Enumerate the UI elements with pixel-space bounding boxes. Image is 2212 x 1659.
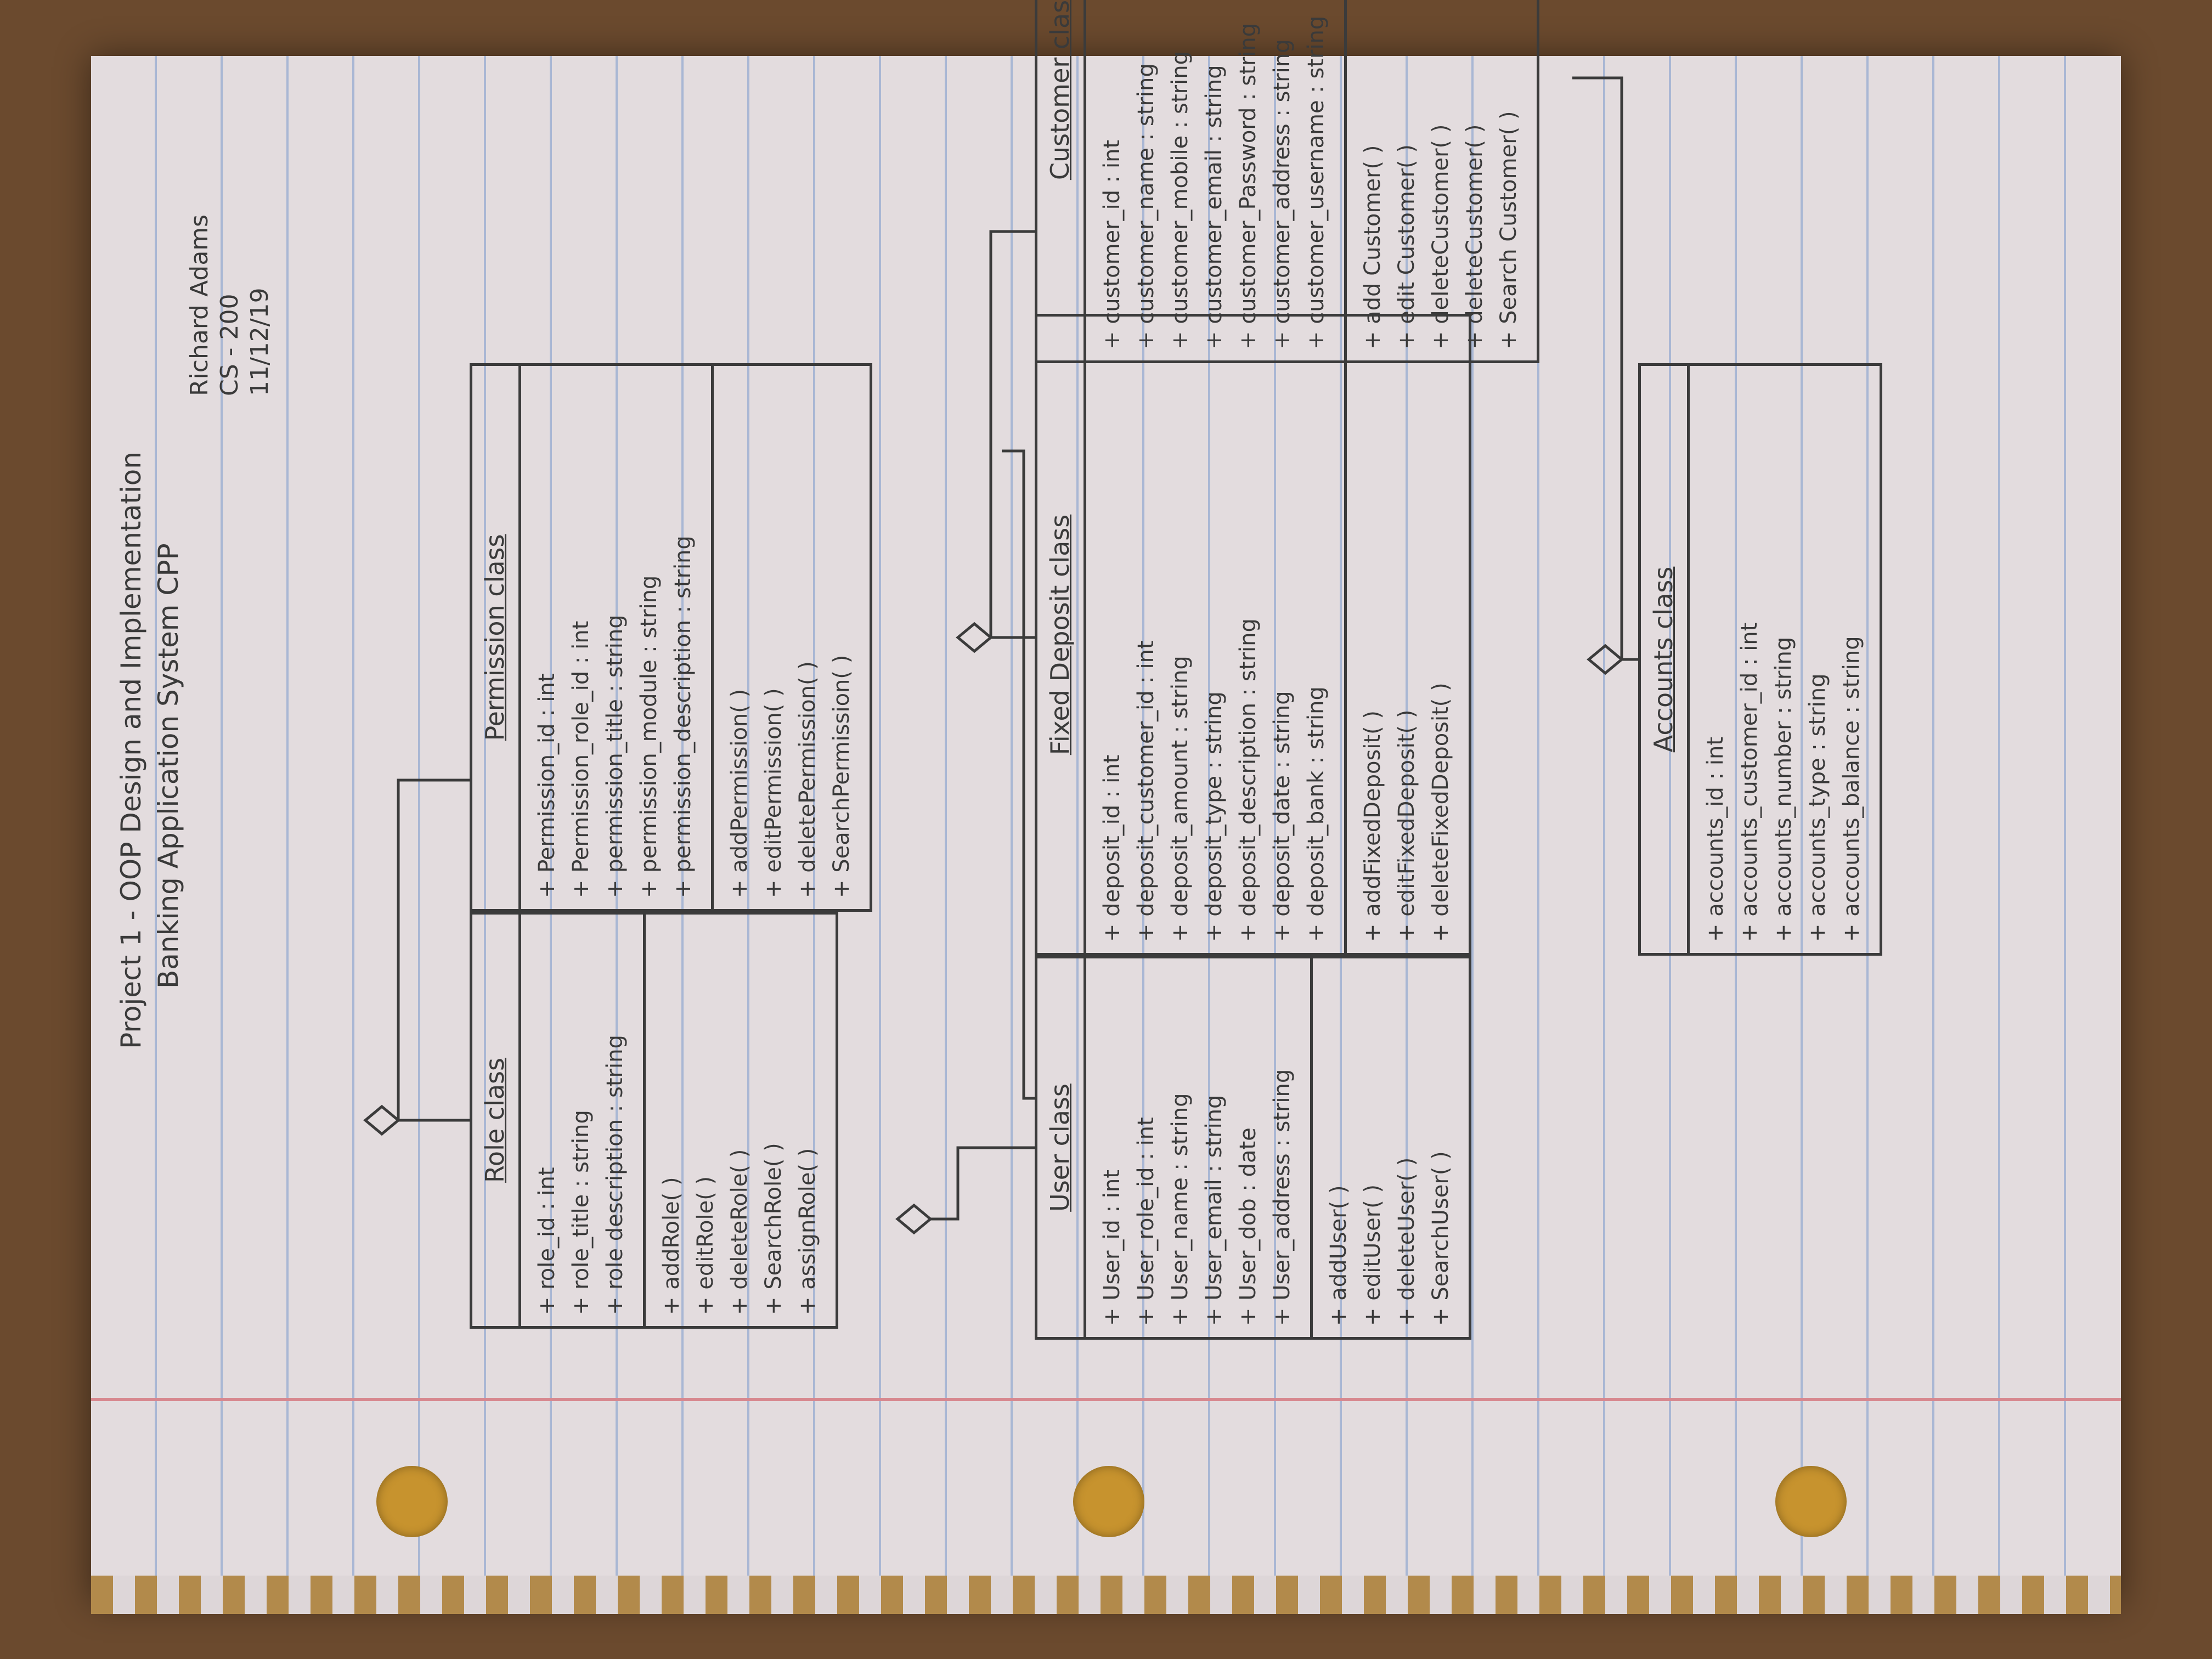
attribute: + Permission_role_id : int bbox=[568, 620, 594, 898]
operation: + editFixedDeposit( ) bbox=[1394, 709, 1419, 942]
operation: + editRole( ) bbox=[693, 1176, 718, 1315]
attribute: + customer_address : string bbox=[1269, 39, 1295, 349]
attribute: + deposit_type : string bbox=[1201, 691, 1227, 942]
customer-class-name: Customer class bbox=[1037, 0, 1086, 360]
role-permission-association bbox=[397, 778, 470, 1122]
aggregation-diamond-user bbox=[895, 1203, 933, 1235]
user-operations: + addUser( ) + editUser( ) + deleteUser(… bbox=[1313, 958, 1469, 1337]
attribute: + permission_description : string bbox=[670, 535, 696, 898]
user-role-association bbox=[930, 1146, 1035, 1221]
attribute: + role description : string bbox=[602, 1035, 628, 1315]
attribute: + User_role_id : int bbox=[1133, 1117, 1159, 1326]
operation: + deleteRole( ) bbox=[727, 1149, 752, 1315]
role-attributes: + role_id : int + role_title : string + … bbox=[521, 915, 646, 1326]
role-class-box: Role class + role_id : int + role_title … bbox=[470, 912, 838, 1329]
attribute: + customer_mobile : string bbox=[1167, 51, 1193, 349]
attribute: + permission_module : string bbox=[636, 575, 662, 898]
role-operations: + addRole( ) + editRole( ) + deleteRole(… bbox=[646, 915, 836, 1326]
customer-accounts-association bbox=[1572, 76, 1638, 661]
operation: + addRole( ) bbox=[659, 1177, 684, 1315]
aggregation-diamond-fixed bbox=[956, 622, 993, 653]
title-block: Project 1 - OOP Design and Implementatio… bbox=[113, 452, 187, 1049]
operation: + SearchUser( ) bbox=[1428, 1151, 1453, 1326]
attribute: + deposit_customer_id : int bbox=[1133, 640, 1159, 942]
attribute: + accounts_customer_id : int bbox=[1737, 622, 1762, 942]
fixed-deposit-class-name: Fixed Deposit class bbox=[1037, 317, 1086, 953]
permission-class-box: Permission class + Permission_id : int +… bbox=[470, 363, 872, 912]
fixed-deposit-operations: + addFixedDeposit( ) + editFixedDeposit(… bbox=[1347, 317, 1469, 953]
attribute: + deposit_date : string bbox=[1269, 691, 1295, 942]
accounts-class-box: Accounts class + accounts_id : int + acc… bbox=[1638, 363, 1882, 956]
attribute: + User_id : int bbox=[1099, 1170, 1125, 1326]
operation: + addPermission( ) bbox=[727, 689, 752, 898]
course-code: CS - 200 bbox=[216, 294, 244, 396]
notebook-paper: Project 1 - OOP Design and Implementatio… bbox=[91, 0, 2121, 1614]
permission-class-name: Permission class bbox=[472, 366, 521, 909]
operation: + addUser( ) bbox=[1326, 1185, 1351, 1326]
operation: + editPermission( ) bbox=[761, 688, 786, 898]
user-class-name: User class bbox=[1037, 958, 1086, 1337]
operation: + deleteCustomer( ) bbox=[1428, 124, 1453, 349]
role-class-name: Role class bbox=[472, 915, 521, 1326]
attribute: + accounts_id : int bbox=[1703, 737, 1728, 942]
attribute: + User_name : string bbox=[1167, 1093, 1193, 1326]
attribute: + Permission_id : int bbox=[534, 673, 560, 898]
author-block: Richard Adams CS - 200 11/12/19 bbox=[184, 215, 275, 396]
accounts-class-name: Accounts class bbox=[1641, 366, 1690, 953]
operation: + edit Customer( ) bbox=[1394, 144, 1419, 349]
user-attributes: + User_id : int + User_role_id : int + U… bbox=[1086, 958, 1313, 1337]
aggregation-diamond-role bbox=[363, 1104, 400, 1136]
attribute: + deposit_bank : string bbox=[1304, 686, 1329, 942]
attribute: + accounts_number : string bbox=[1771, 636, 1796, 942]
permission-operations: + addPermission( ) + editPermission( ) +… bbox=[714, 366, 870, 909]
attribute: + accounts_type : string bbox=[1805, 673, 1830, 942]
punch-hole-bottom bbox=[1775, 1466, 1847, 1537]
attribute: + deposit_amount : string bbox=[1167, 656, 1193, 942]
customer-fixeddeposit-association bbox=[989, 230, 1035, 639]
permission-user-association bbox=[1002, 449, 1035, 1100]
accounts-attributes: + accounts_id : int + accounts_customer_… bbox=[1690, 366, 1880, 953]
fixed-deposit-attributes: + deposit_id : int + deposit_customer_id… bbox=[1086, 317, 1347, 953]
author-name: Richard Adams bbox=[185, 214, 213, 396]
operation: + editUser( ) bbox=[1360, 1184, 1385, 1326]
attribute: + customer_name : string bbox=[1133, 63, 1159, 349]
date-label: 11/12/19 bbox=[246, 287, 274, 396]
operation: + SearchPermission( ) bbox=[829, 654, 854, 898]
attribute: + User_email : string bbox=[1201, 1094, 1227, 1326]
attribute: + customer_id : int bbox=[1099, 139, 1125, 349]
attribute: + role_title : string bbox=[568, 1110, 594, 1315]
project-subtitle: Banking Application System CPP bbox=[152, 543, 184, 989]
customer-operations: + add Customer( ) + edit Customer( ) + d… bbox=[1347, 0, 1537, 360]
attribute: + deposit_id : int bbox=[1099, 754, 1125, 942]
attribute: + User_dob : date bbox=[1235, 1127, 1261, 1326]
operation: + deletePermission( ) bbox=[795, 661, 820, 898]
attribute: + customer_email : string bbox=[1201, 65, 1227, 349]
customer-class-box: Customer class + customer_id : int + cus… bbox=[1035, 0, 1539, 363]
customer-attributes: + customer_id : int + customer_name : st… bbox=[1086, 0, 1347, 360]
attribute: + accounts_balance : string bbox=[1839, 636, 1864, 942]
operation: + assignRole( ) bbox=[795, 1148, 820, 1315]
operation: + deleteCustomer( ) bbox=[1462, 124, 1487, 349]
operation: + Search Customer( ) bbox=[1496, 111, 1521, 349]
operation: + add Customer( ) bbox=[1360, 145, 1385, 349]
operation: + deleteFixedDeposit( ) bbox=[1428, 682, 1453, 942]
user-class-box: User class + User_id : int + User_role_i… bbox=[1035, 956, 1471, 1340]
punch-hole-middle bbox=[1073, 1466, 1144, 1537]
operation: + addFixedDeposit( ) bbox=[1360, 710, 1385, 942]
punch-hole-top bbox=[376, 1466, 448, 1537]
attribute: + customer_Password : string bbox=[1235, 22, 1261, 349]
operation: + deleteUser( ) bbox=[1394, 1157, 1419, 1326]
attribute: + permission_title : string bbox=[602, 614, 628, 898]
operation: + SearchRole( ) bbox=[761, 1143, 786, 1315]
aggregation-diamond-accounts bbox=[1587, 644, 1624, 675]
permission-attributes: + Permission_id : int + Permission_role_… bbox=[521, 366, 714, 909]
attribute: + customer_username : string bbox=[1304, 15, 1329, 349]
torn-spiral-edge bbox=[91, 1576, 2121, 1614]
project-title: Project 1 - OOP Design and Implementatio… bbox=[115, 452, 147, 1049]
attribute: + deposit_description : string bbox=[1235, 618, 1261, 942]
attribute: + User_address : string bbox=[1269, 1069, 1295, 1326]
attribute: + role_id : int bbox=[534, 1167, 560, 1315]
fixed-deposit-class-box: Fixed Deposit class + deposit_id : int +… bbox=[1035, 314, 1471, 956]
